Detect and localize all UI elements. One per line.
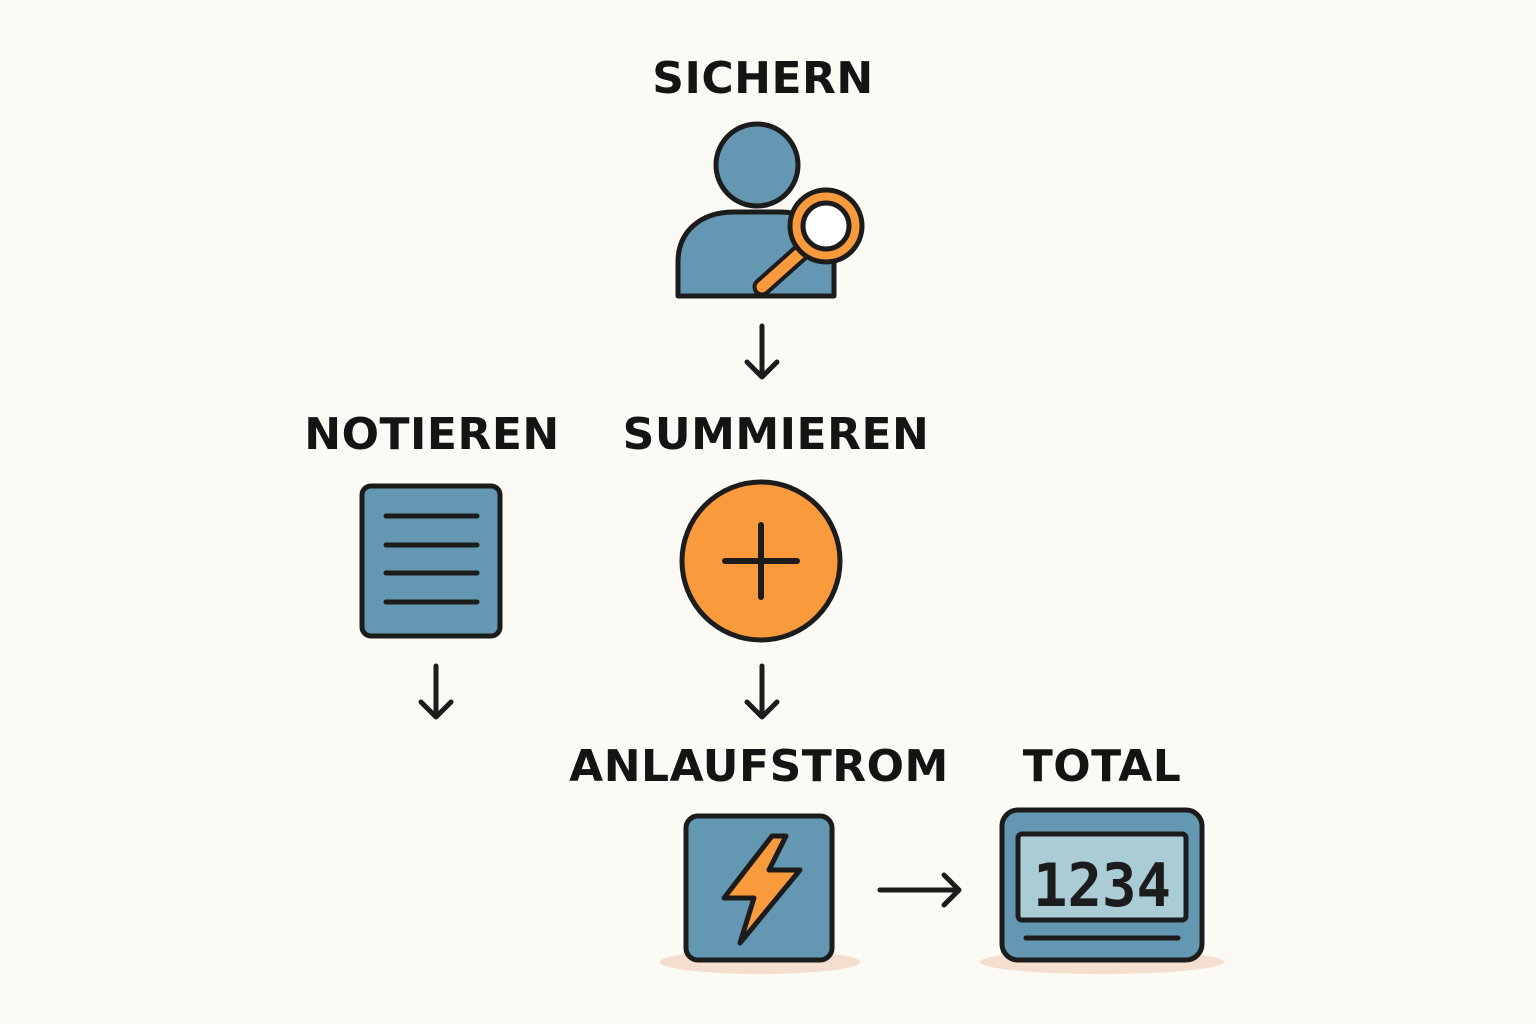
arrow-down-sichern-summieren bbox=[744, 323, 780, 380]
arrow-right-anlaufstrom-total bbox=[877, 872, 962, 908]
label-total: TOTAL bbox=[1022, 741, 1182, 792]
label-notieren: NOTIEREN bbox=[304, 409, 560, 460]
arrow-down-notieren bbox=[418, 663, 454, 720]
label-summieren: SUMMIEREN bbox=[622, 409, 930, 460]
label-sichern: SICHERN bbox=[652, 53, 874, 104]
magnifier-lens bbox=[800, 200, 852, 252]
lightning-bolt-icon bbox=[660, 813, 860, 974]
display-digits: 1234 bbox=[1033, 851, 1171, 921]
plus-circle-icon bbox=[679, 479, 843, 643]
document-lines-icon bbox=[359, 483, 503, 639]
arrow-down-summieren-anlaufstrom bbox=[744, 663, 780, 720]
label-anlaufstrom: ANLAUFSTROM bbox=[569, 741, 949, 792]
user-head bbox=[713, 121, 801, 209]
user-search-icon bbox=[675, 121, 865, 299]
digital-display-icon: 1234 bbox=[980, 807, 1224, 974]
display-screen bbox=[1015, 831, 1189, 923]
